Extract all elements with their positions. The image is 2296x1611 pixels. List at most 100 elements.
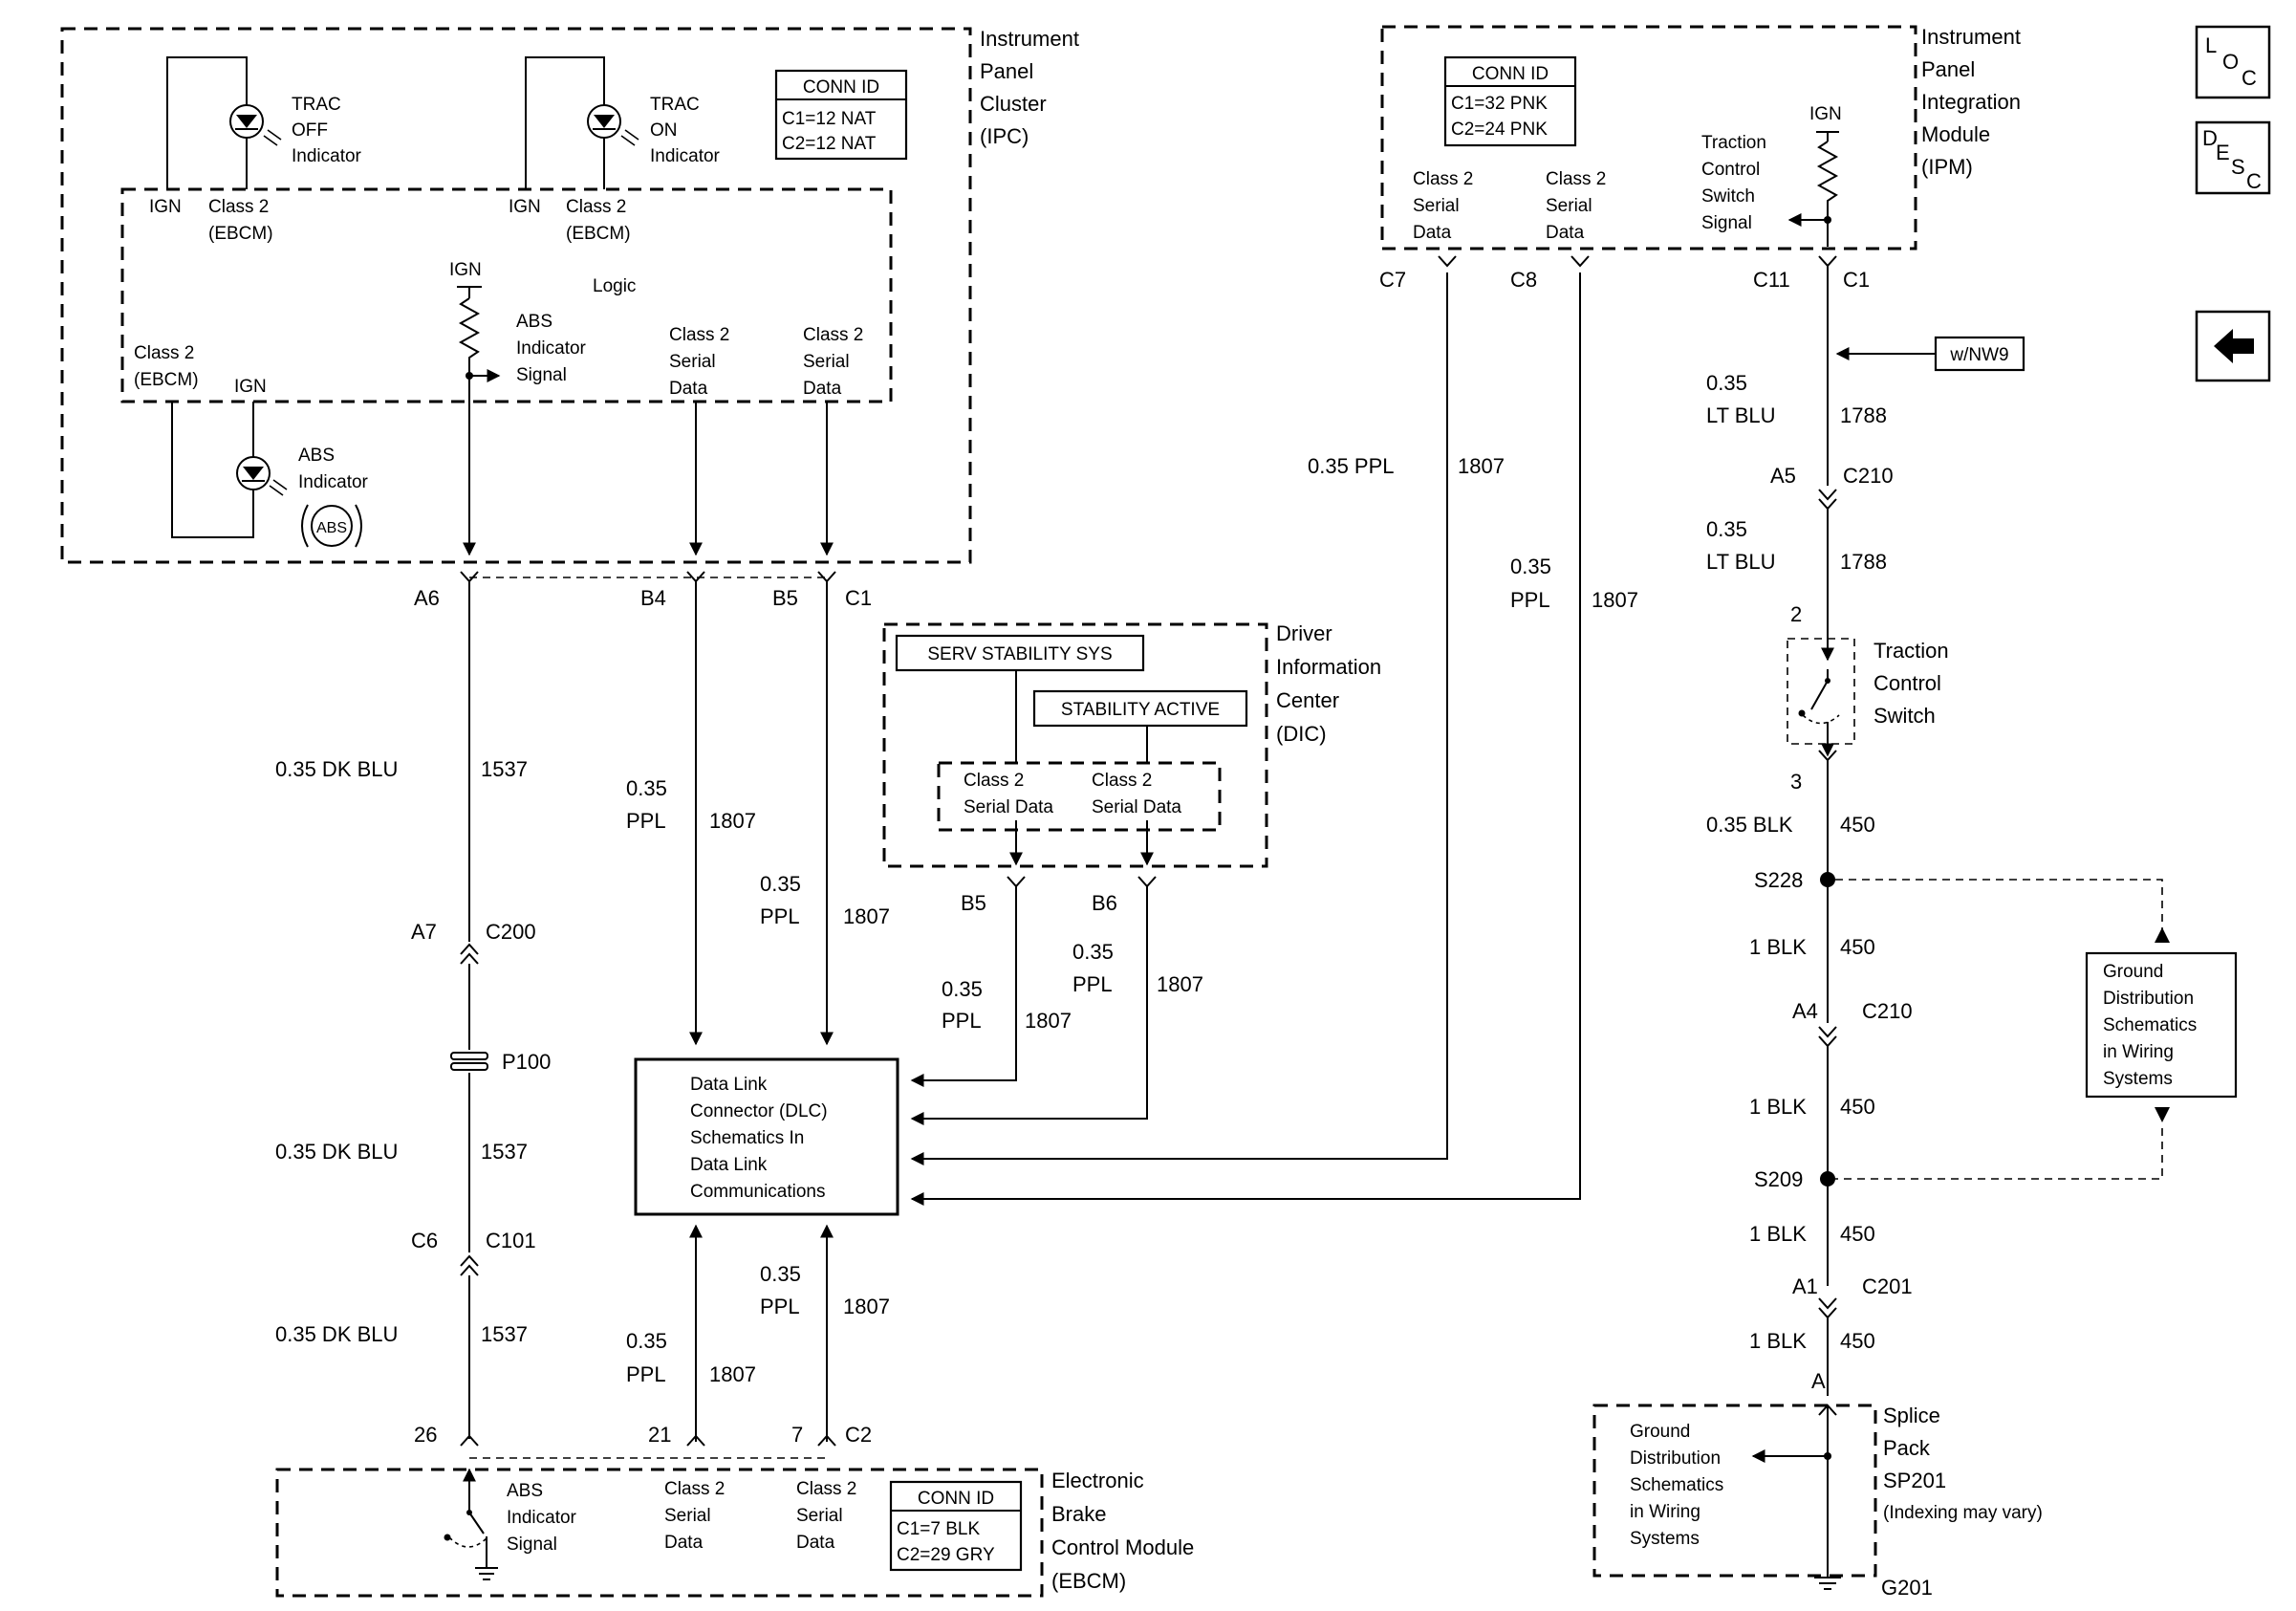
gd-right-4: in Wiring bbox=[2103, 1042, 2174, 1062]
wire-1537-circuit-b: 1537 bbox=[481, 1140, 528, 1164]
gd-bottom-2: Distribution bbox=[1630, 1448, 1721, 1469]
dlc-box: Data Link Connector (DLC) Schematics In … bbox=[634, 1057, 899, 1216]
dic-serial-b5-1: Class 2 bbox=[964, 771, 1024, 791]
ipc-serial-b4-3: Data bbox=[669, 379, 708, 399]
p100-inline-icon bbox=[450, 1052, 488, 1071]
wire-1537-gauge-c: 0.35 DK BLU bbox=[275, 1322, 398, 1346]
dic-stability-active-message: STABILITY ACTIVE bbox=[1061, 700, 1220, 720]
dic-module: Driver Information Center (DIC) SERV STA… bbox=[882, 621, 1381, 868]
wire-1537-gauge-a: 0.35 DK BLU bbox=[275, 757, 398, 781]
loc-button[interactable]: L O C bbox=[2195, 25, 2271, 99]
splice-s228-icon bbox=[1820, 872, 1835, 887]
desc-letter-d: D bbox=[2202, 126, 2218, 150]
ipc-pin-c1: C1 bbox=[845, 586, 872, 610]
ipm-conn-id-c2: C2=24 PNK bbox=[1451, 120, 1548, 140]
wire-dic-b5-size: 0.35 bbox=[942, 977, 983, 1001]
ebcm-serial-21-2: Serial bbox=[664, 1506, 711, 1526]
ebcm-pin-26: 26 bbox=[414, 1423, 437, 1447]
wire-1537-gauge-b: 0.35 DK BLU bbox=[275, 1140, 398, 1164]
dic-serial-b6-1: Class 2 bbox=[1092, 771, 1152, 791]
gd-bottom-1: Ground bbox=[1630, 1422, 1690, 1442]
pullup-resistor-icon bbox=[1816, 141, 1839, 247]
conn-c6: C6 bbox=[411, 1229, 438, 1252]
ipm-serial-c8-3: Data bbox=[1546, 223, 1585, 243]
conn-c210-b: C210 bbox=[1862, 999, 1913, 1023]
ipc-serial-b5-3: Data bbox=[803, 379, 842, 399]
ipc-pin-b4: B4 bbox=[640, 586, 666, 610]
wire-450-gauge-a: 0.35 BLK bbox=[1706, 813, 1793, 837]
abs-signal-circuit: 0.35 DK BLU 1537 A7 C200 P100 0.35 DK BL… bbox=[275, 581, 551, 1439]
splice-pin-a: A bbox=[1811, 1369, 1826, 1393]
loc-letter-l: L bbox=[2205, 33, 2217, 57]
ipc-title-2: Panel bbox=[980, 59, 1033, 83]
loc-letter-c: C bbox=[2242, 66, 2257, 90]
ipm-tc-signal-3: Switch bbox=[1701, 186, 1755, 207]
dic-title-3: Center bbox=[1276, 688, 1339, 712]
ipc-serial-b5-1: Class 2 bbox=[803, 325, 863, 345]
class2-serial-ipc-circuits: 0.35 PPL 1807 0.35 PPL 1807 bbox=[626, 581, 890, 1046]
dlc-line-3: Schematics In bbox=[690, 1128, 804, 1148]
ipm-title-3: Integration bbox=[1921, 90, 2021, 114]
ipc-conn-id-c1: C1=12 NAT bbox=[782, 109, 877, 129]
ipc-title-1: Instrument bbox=[980, 27, 1079, 51]
ebcm-pin-7: 7 bbox=[791, 1423, 803, 1447]
dlc-line-4: Data Link bbox=[690, 1155, 768, 1175]
splice-title-3: SP201 bbox=[1883, 1469, 1946, 1492]
wire-ebcm21-circuit: 1807 bbox=[709, 1362, 756, 1386]
wire-1537-circuit-c: 1537 bbox=[481, 1322, 528, 1346]
wire-1537-circuit-a: 1537 bbox=[481, 757, 528, 781]
splice-title-2: Pack bbox=[1883, 1436, 1931, 1460]
back-button[interactable] bbox=[2195, 310, 2271, 382]
wire-ebcm7-size: 0.35 bbox=[760, 1262, 801, 1286]
led-icon bbox=[243, 467, 264, 480]
ebcm-abs-signal-2: Indicator bbox=[507, 1508, 577, 1528]
desc-button[interactable]: D E S C bbox=[2195, 120, 2271, 195]
ipc-class2-ebcm-3a: Class 2 bbox=[134, 343, 194, 363]
wire-c7-circuit: 1807 bbox=[1458, 454, 1505, 478]
ipc-abs-signal-3: Signal bbox=[516, 365, 567, 385]
abs-indicator: ABS Indicator ABS bbox=[171, 402, 369, 548]
wire-ebcm21-size: 0.35 bbox=[626, 1329, 667, 1353]
splice-pack-sp201: Ground Distribution Schematics in Wiring… bbox=[1592, 1404, 1877, 1578]
wire-1788-size-b: 0.35 bbox=[1706, 517, 1747, 541]
ipc-abs-signal-1: ABS bbox=[516, 312, 552, 332]
tcs-title-2: Control bbox=[1874, 671, 1941, 695]
ipc-abs-signal-2: Indicator bbox=[516, 338, 587, 359]
ipc-ign-2: IGN bbox=[509, 197, 541, 217]
trac-off-label-3: Indicator bbox=[292, 146, 362, 166]
ebcm-pin-c2: C2 bbox=[845, 1423, 872, 1447]
gd-bottom-3: Schematics bbox=[1630, 1475, 1723, 1495]
led-icon bbox=[236, 115, 257, 128]
ground-distribution-right: Ground Distribution Schematics in Wiring… bbox=[1835, 879, 2238, 1180]
abs-indicator-label-1: ABS bbox=[298, 446, 335, 466]
ipc-pin-a6: A6 bbox=[414, 586, 440, 610]
wire-c8-size: 0.35 bbox=[1510, 555, 1551, 578]
ipm-pin-c1: C1 bbox=[1843, 268, 1870, 292]
wire-ebcm7-color: PPL bbox=[760, 1295, 800, 1318]
ipm-serial-c8-2: Serial bbox=[1546, 196, 1592, 216]
tcs-title-3: Switch bbox=[1874, 704, 1936, 728]
ebcm-abs-signal-1: ABS bbox=[507, 1481, 543, 1501]
tcs-pin-3: 3 bbox=[1790, 770, 1802, 794]
abs-indicator-label-2: Indicator bbox=[298, 472, 369, 492]
ipc-module: Instrument Panel Cluster (IPC) CONN ID C… bbox=[60, 27, 1079, 564]
wire-450-gauge-d: 1 BLK bbox=[1749, 1222, 1807, 1246]
conn-a4: A4 bbox=[1792, 999, 1818, 1023]
gd-right-5: Systems bbox=[2103, 1069, 2173, 1089]
ipc-class2-ebcm-2a: Class 2 bbox=[566, 197, 626, 217]
wire-450-gauge-b: 1 BLK bbox=[1749, 935, 1807, 959]
wire-1788-color-a: LT BLU bbox=[1706, 403, 1776, 427]
trac-on-label-1: TRAC bbox=[650, 95, 700, 115]
ipm-module: Instrument Panel Integration Module (IPM… bbox=[1380, 25, 2021, 250]
traction-control-circuit: w/NW9 0.35 LT BLU 1788 A5 C210 0.35 LT B… bbox=[1706, 266, 2025, 1396]
trac-off-indicator: TRAC OFF Indicator bbox=[166, 56, 362, 189]
splice-s209: S209 bbox=[1754, 1167, 1803, 1191]
splice-title-1: Splice bbox=[1883, 1404, 1940, 1427]
ipm-conn-id-c1: C1=32 PNK bbox=[1451, 94, 1548, 114]
ipm-conn-id-header: CONN ID bbox=[1472, 64, 1549, 84]
gd-right-2: Distribution bbox=[2103, 989, 2194, 1009]
wire-1788-color-b: LT BLU bbox=[1706, 550, 1776, 574]
ipm-ign: IGN bbox=[1809, 104, 1842, 124]
dlc-line-2: Connector (DLC) bbox=[690, 1101, 828, 1121]
